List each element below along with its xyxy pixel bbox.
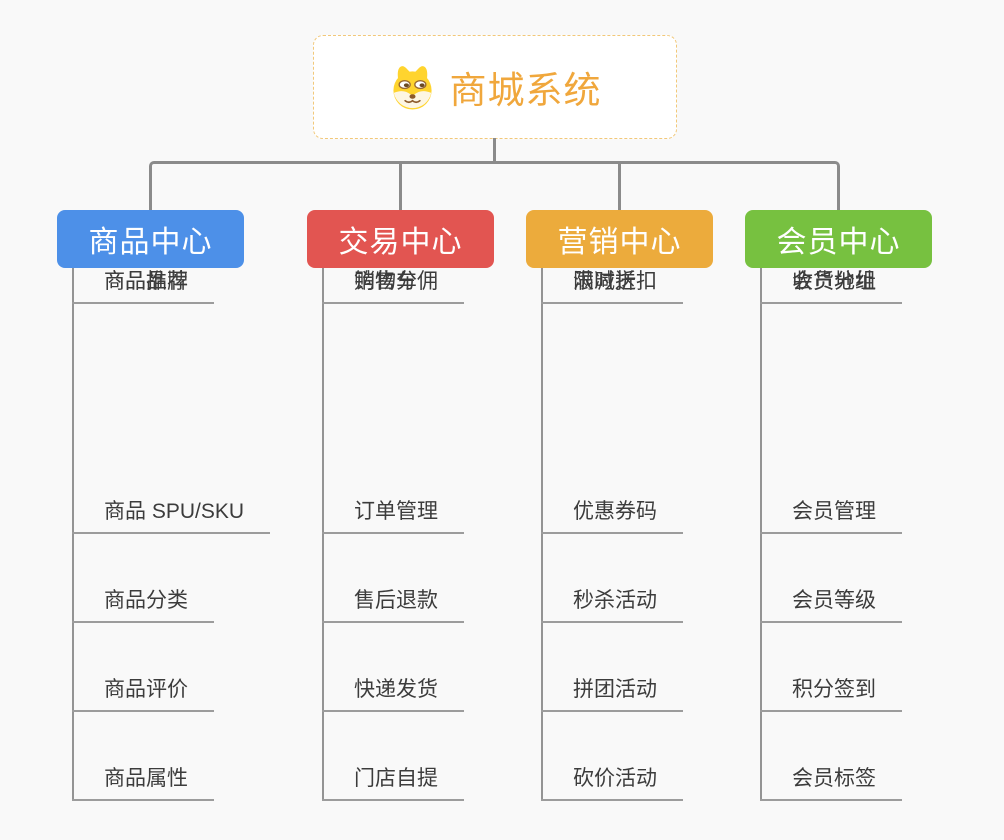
branch-column-marketing: 营销中心 优惠券码 秒杀活动 拼团活动 砍价活动 限时折扣 满减送 [526, 210, 781, 810]
connector-trunk [760, 268, 762, 801]
connector-drop-trade [399, 163, 402, 210]
leaf-topic[interactable]: 积分签到 [760, 676, 902, 712]
leaf-topic[interactable]: 会员管理 [760, 498, 902, 534]
leaf-topic[interactable]: 会员等级 [760, 587, 902, 623]
connector-trunk [72, 268, 74, 801]
leaf-topic[interactable]: 售后退款 [322, 587, 464, 623]
root-topic[interactable]: 商城系统 [313, 35, 677, 139]
dog-face-icon [389, 64, 436, 111]
leaf-topic[interactable]: 销售分佣 [322, 268, 464, 304]
branch-column-product: 商品中心 商品 SPU/SKU 商品分类 商品评价 商品属性 商品推荐 商品品牌 [57, 210, 312, 810]
leaf-topic[interactable]: 收货地址 [760, 268, 902, 304]
branch-topic-trade[interactable]: 交易中心 [307, 210, 494, 268]
leaf-topic[interactable]: 满减送 [541, 268, 662, 304]
leaf-topic[interactable]: 门店自提 [322, 765, 464, 801]
leaf-topic[interactable]: 商品分类 [72, 587, 214, 623]
branch-column-trade: 交易中心 订单管理 售后退款 快递发货 门店自提 购物车 销售分佣 [307, 210, 562, 810]
leaf-topic[interactable]: 快递发货 [322, 676, 464, 712]
leaf-topic[interactable]: 商品 SPU/SKU [72, 498, 271, 534]
branch-topic-product[interactable]: 商品中心 [57, 210, 244, 268]
leaf-topic[interactable]: 秒杀活动 [541, 587, 683, 623]
leaf-topic[interactable]: 商品品牌 [72, 268, 214, 304]
leaf-topic[interactable]: 商品属性 [72, 765, 214, 801]
branch-column-member: 会员中心 会员管理 会员等级 积分签到 会员标签 会员分组 收货地址 [745, 210, 1000, 810]
leaf-topic[interactable]: 商品评价 [72, 676, 214, 712]
root-topic-title: 商城系统 [449, 70, 602, 111]
leaf-topic[interactable]: 拼团活动 [541, 676, 683, 712]
connector-trunk [541, 268, 543, 801]
leaf-topic[interactable]: 会员标签 [760, 765, 902, 801]
connector-root-stub [493, 138, 496, 163]
branch-topic-member[interactable]: 会员中心 [745, 210, 932, 268]
leaf-topic[interactable]: 优惠券码 [541, 498, 683, 534]
branch-topic-marketing[interactable]: 营销中心 [526, 210, 713, 268]
connector-trunk [322, 268, 324, 801]
connector-drop-marketing [618, 163, 621, 210]
connector-bus [149, 161, 840, 210]
leaf-topic[interactable]: 订单管理 [322, 498, 464, 534]
leaf-topic[interactable]: 砍价活动 [541, 765, 683, 801]
